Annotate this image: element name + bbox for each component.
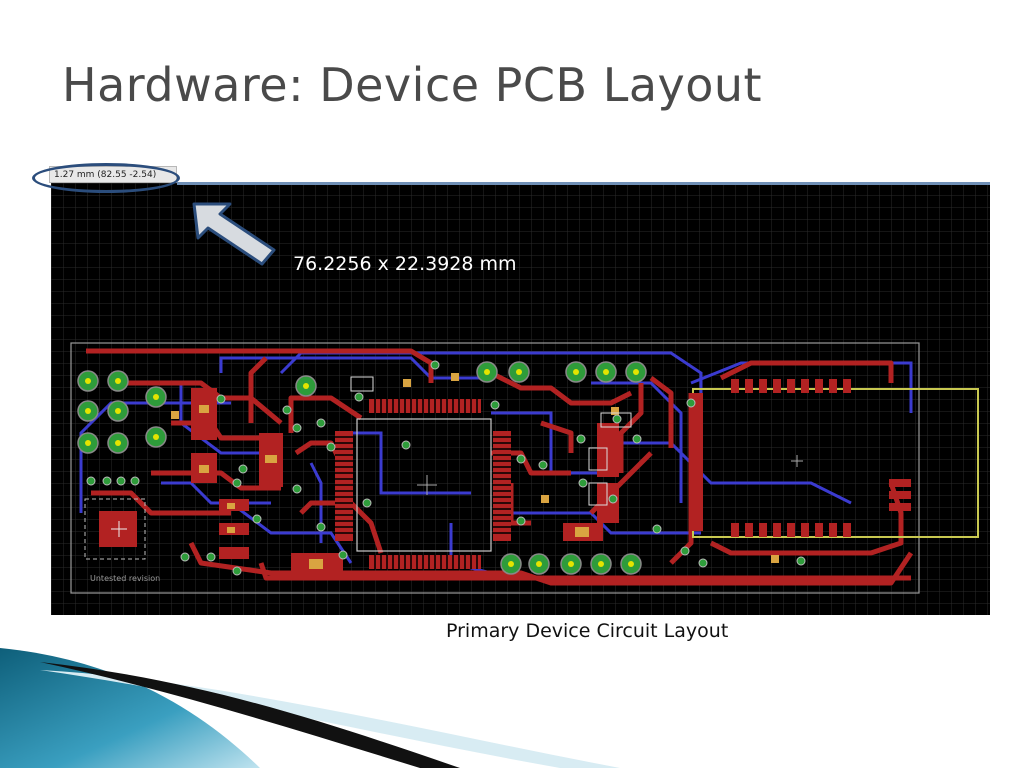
slide-title: Hardware: Device PCB Layout (62, 58, 763, 112)
pcb-layout-view[interactable] (51, 183, 990, 615)
pcb-board-drawing (51, 183, 990, 615)
slide-swoosh-decoration (0, 648, 620, 768)
editor-toolbar-strip (177, 182, 990, 185)
passive-components (171, 373, 779, 575)
through-hole-pads (77, 361, 647, 575)
board-dimension-label: 76.2256 x 22.3928 mm (293, 253, 517, 275)
board-outline (70, 342, 920, 594)
figure-caption: Primary Device Circuit Layout (446, 620, 729, 642)
microcontroller-chip (335, 399, 511, 569)
pad-holes (85, 369, 639, 567)
callout-arrow-icon (192, 202, 276, 266)
callout-ellipse (32, 163, 180, 193)
vias (86, 360, 806, 576)
revision-label: Untested revision (90, 574, 161, 583)
qfn-chip (84, 498, 146, 560)
usb-connector (689, 379, 979, 538)
